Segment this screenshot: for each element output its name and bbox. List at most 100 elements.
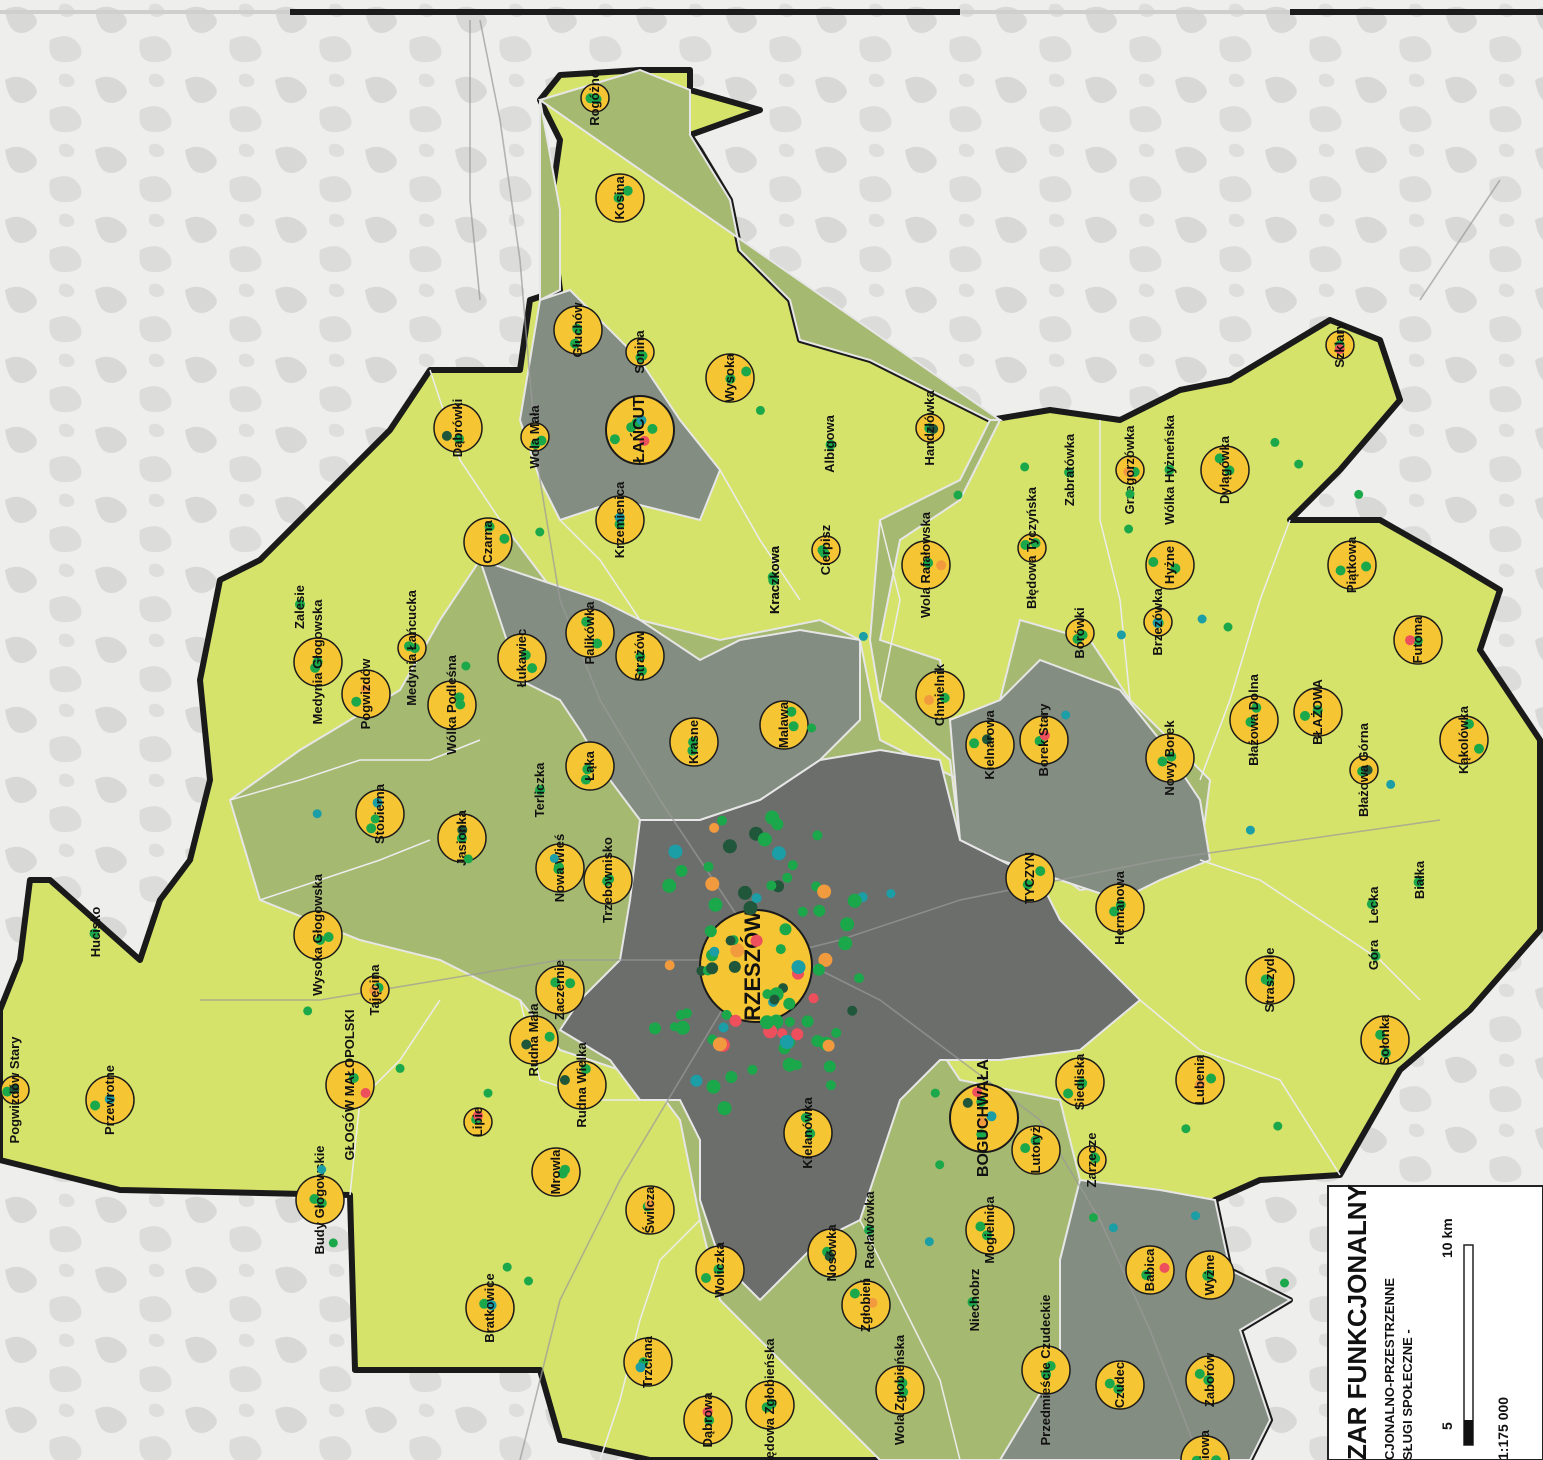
place-label: Hermanowa	[1112, 870, 1127, 944]
service-dot	[668, 844, 683, 859]
service-dot	[1362, 765, 1373, 775]
service-dot	[708, 897, 723, 912]
service-dot	[524, 1276, 533, 1286]
service-dot	[1375, 1029, 1386, 1040]
service-dot	[502, 1262, 512, 1272]
service-dot	[461, 661, 471, 671]
place-node-circle	[915, 670, 965, 720]
service-dot	[817, 884, 832, 899]
legend-title: ZAR FUNKCJONALNY	[1342, 1184, 1372, 1460]
place-label: Borek Stary	[1036, 703, 1051, 777]
service-dot	[1124, 524, 1134, 534]
service-dot	[328, 1238, 338, 1248]
service-dot	[553, 864, 564, 875]
place-label: Budy Głogowskie	[312, 1145, 327, 1254]
service-dot	[1191, 1455, 1202, 1460]
place-label: Kosina	[612, 176, 627, 220]
service-dot	[864, 1225, 875, 1235]
place-label: Rudna Wielka	[574, 1042, 589, 1128]
service-dot	[644, 1199, 655, 1210]
place-node: Rogóżno	[580, 70, 610, 126]
service-dot	[975, 1221, 986, 1232]
service-dot	[622, 185, 633, 196]
place-label: Trzciana	[640, 1335, 655, 1388]
service-dot	[647, 423, 658, 434]
place-node: Cierpisz	[811, 524, 841, 575]
service-dot	[454, 433, 464, 444]
service-dot	[838, 936, 853, 951]
service-dot	[626, 422, 637, 433]
service-dot	[664, 960, 675, 971]
place-node: Kąkolówka	[1439, 705, 1489, 774]
place-node: Góra	[1366, 939, 1381, 970]
place-label: BŁAŻOWA	[1310, 679, 1325, 745]
service-dot	[1170, 563, 1181, 574]
service-dot	[1386, 779, 1396, 789]
service-dot	[709, 822, 720, 833]
place-label: Sołonka	[1377, 1014, 1392, 1065]
place-node: Błażowa Dolna	[1229, 673, 1279, 766]
place-label: Pogwizdów	[358, 658, 373, 730]
service-dot	[360, 1088, 371, 1098]
service-dot	[725, 935, 736, 946]
place-label: Przewrotne	[102, 1065, 117, 1135]
place-node: BOGUCHWAŁA	[949, 1058, 1019, 1177]
service-dot	[972, 1087, 983, 1097]
service-dot	[962, 1097, 973, 1108]
place-node-circle	[1360, 1015, 1410, 1065]
service-dot	[1412, 635, 1423, 646]
service-dot	[535, 785, 545, 795]
service-dot	[1152, 617, 1163, 628]
place-node: Strażów	[615, 630, 665, 681]
service-dot	[923, 557, 934, 568]
place-node: Budy Głogowskie	[295, 1145, 345, 1255]
place-label: Strażów	[632, 630, 647, 681]
service-dot	[713, 1264, 724, 1275]
place-label: RZESZÓW	[740, 911, 765, 1021]
scale-ratio: 1:175 000	[1495, 1397, 1511, 1460]
service-dot	[1164, 464, 1175, 475]
place-label: Świlcza	[642, 1186, 657, 1234]
service-dot	[801, 1015, 814, 1028]
service-dot	[750, 934, 763, 947]
service-dot	[762, 989, 773, 1000]
service-dot	[1141, 1270, 1152, 1280]
service-dot	[886, 889, 896, 899]
service-dot	[351, 696, 362, 707]
service-dot	[800, 1112, 811, 1123]
place-node: Krasne	[669, 717, 719, 767]
place-label: Trzebownisko	[600, 837, 615, 923]
service-dot	[976, 1129, 987, 1140]
place-label: Babica	[1142, 1248, 1157, 1291]
service-dot	[635, 1362, 646, 1373]
place-node-circle	[325, 1060, 375, 1110]
service-dot	[1335, 565, 1346, 576]
service-dot	[592, 638, 603, 649]
service-dot	[741, 366, 752, 377]
place-node: Wiśniowa	[1180, 1429, 1230, 1460]
service-dot	[404, 641, 414, 652]
service-dot	[1061, 710, 1071, 720]
service-dot	[729, 1014, 742, 1027]
service-dot	[675, 864, 688, 877]
service-dot	[812, 963, 825, 976]
service-dot	[817, 545, 828, 556]
service-dot	[1064, 467, 1075, 478]
service-dot	[728, 960, 741, 973]
service-dot	[521, 1039, 532, 1050]
place-node-circle	[1180, 1435, 1230, 1460]
place-label: Wólka Podleśna	[444, 654, 459, 754]
service-dot	[705, 876, 720, 891]
service-dot	[808, 993, 819, 1004]
place-node-circle	[965, 720, 1015, 770]
legend-subtitle-1: CJONALNO-PRZESTRZENNE	[1382, 1278, 1397, 1460]
service-dot	[370, 814, 380, 824]
place-node: Białka	[1412, 860, 1427, 899]
service-dot	[1020, 539, 1031, 550]
service-dot	[1195, 1079, 1206, 1090]
service-dot	[549, 853, 559, 863]
place-node: Trzciana	[623, 1335, 673, 1388]
place-node-circle	[531, 1147, 581, 1197]
service-dot	[722, 839, 737, 854]
service-dot	[312, 809, 322, 819]
